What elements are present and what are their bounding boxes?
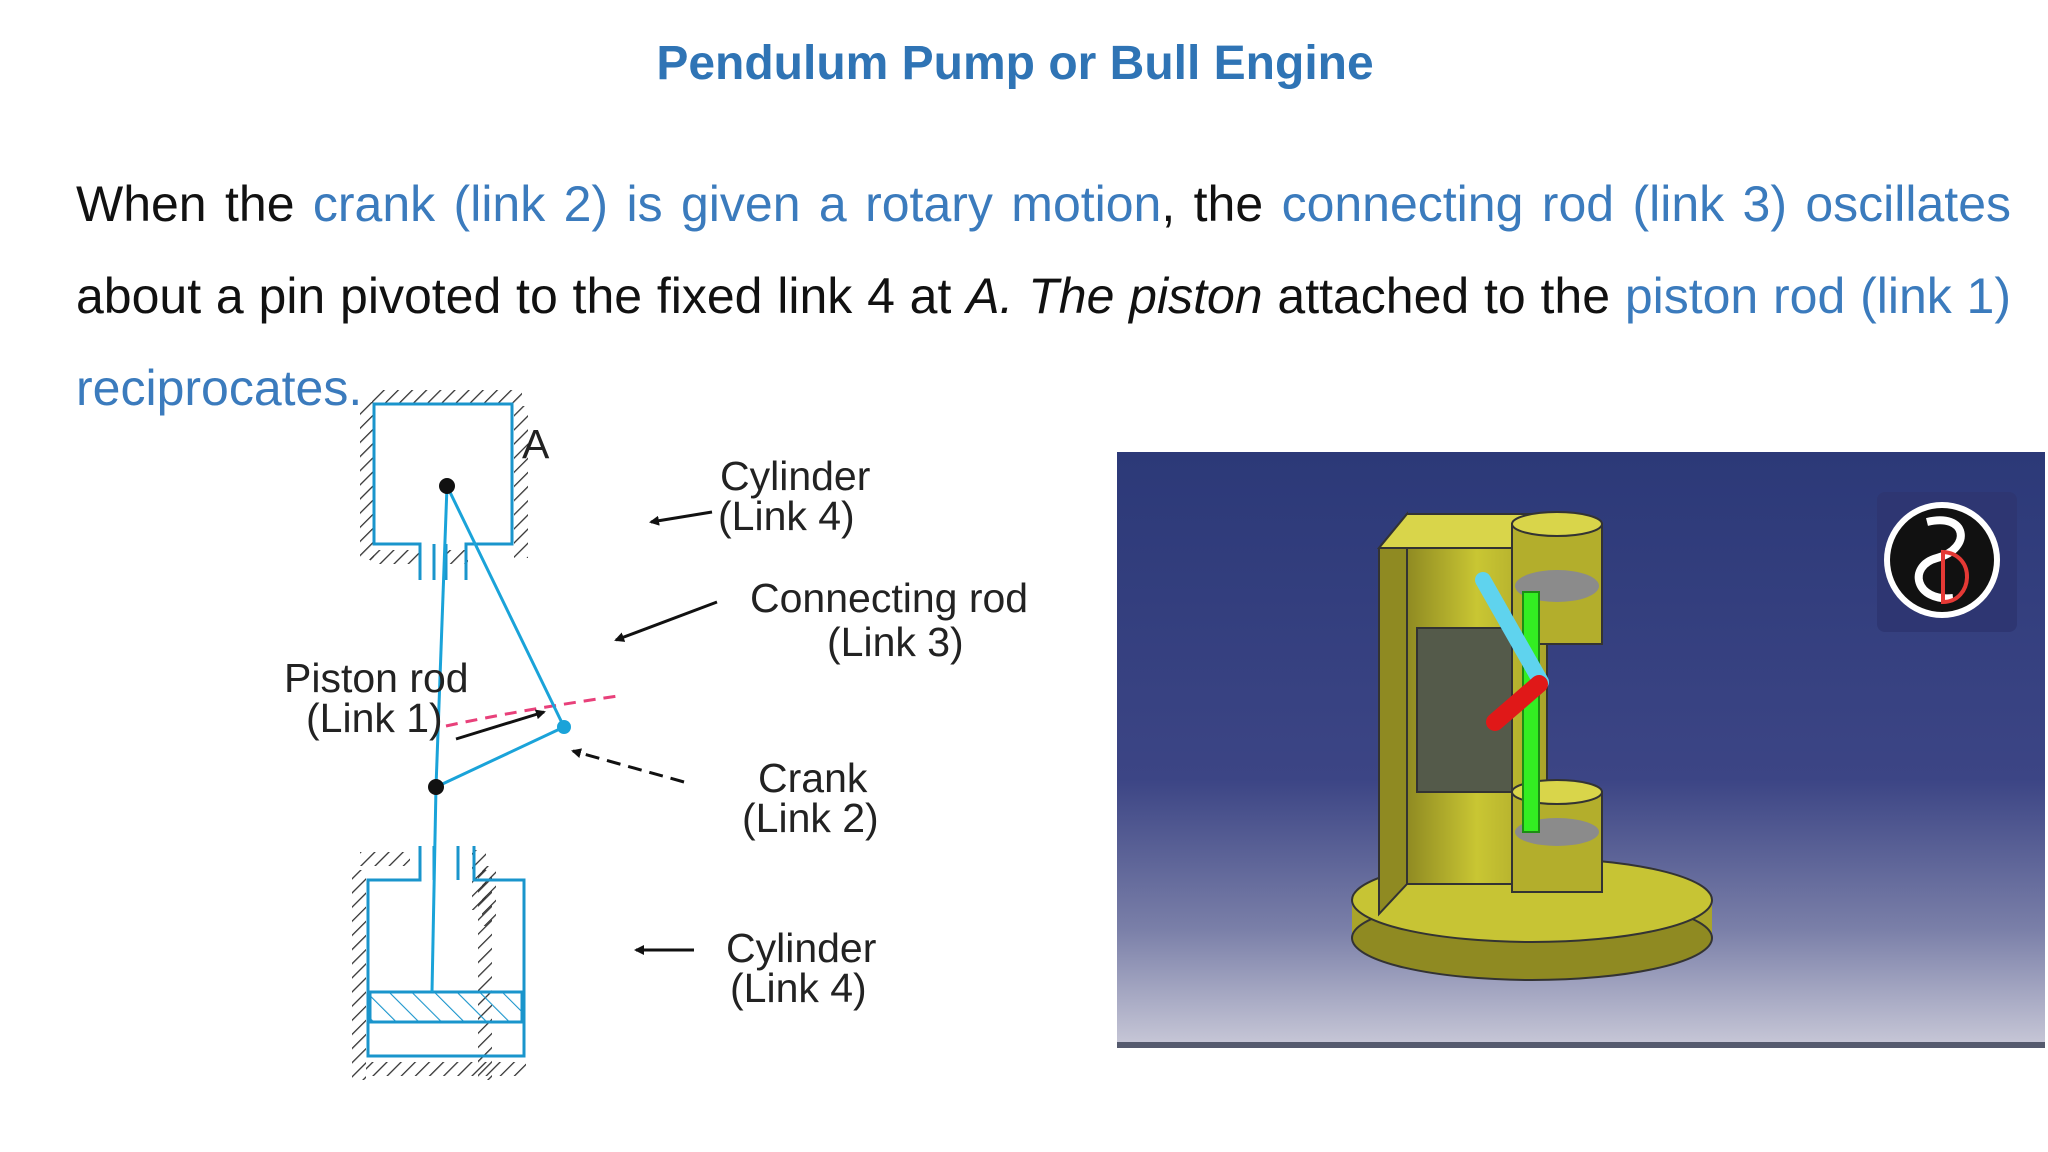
- piston-rod-joint: [428, 779, 444, 795]
- point-a-label: A: [522, 421, 550, 467]
- crank-arrow: [571, 748, 685, 784]
- text-segment: , the: [1161, 176, 1282, 232]
- piston-rod-arrow: [455, 709, 546, 741]
- crank-path: [445, 694, 619, 728]
- 3d-render-panel: [1117, 452, 2045, 1048]
- connecting-rod-label-line1: Connecting rod: [750, 575, 1028, 621]
- frame-body: [1376, 511, 1603, 917]
- cylinder-top-label-line2: (Link 4): [718, 493, 855, 539]
- piston-rod-label-line2: (Link 1): [306, 695, 443, 741]
- bottom-cylinder: [352, 846, 526, 1080]
- highlight-piston-rod: piston rod (link 1) reciprocates.: [76, 268, 2012, 416]
- connecting-rod-arrow: [614, 600, 718, 642]
- sd-logo-icon: [1877, 492, 2017, 632]
- cylinder-top-arrow: [649, 510, 713, 526]
- top-cylinder: [360, 390, 528, 580]
- cylinder-bottom-label-line2: (Link 4): [730, 965, 867, 1011]
- description-paragraph: When the crank (link 2) is given a rotar…: [76, 158, 2011, 434]
- cylinder-top-label-line1: Cylinder: [720, 453, 870, 499]
- connecting-rod-3d: [1475, 572, 1549, 690]
- highlight-crank: crank (link 2) is given a rotary motion: [312, 176, 1162, 232]
- piston-rod-upper: [434, 485, 449, 788]
- connecting-rod-label-line2: (Link 3): [827, 619, 964, 665]
- crank-link: [435, 725, 565, 789]
- bull-engine-schematic: A Cylinder (Link 4) Connecting rod (Link…: [284, 390, 1028, 1080]
- text-segment: about a pin pivoted to the fixed link 4 …: [76, 268, 967, 324]
- piston-rod-label-line1: Piston rod: [284, 655, 469, 701]
- crank-joint: [557, 720, 571, 734]
- text-segment: When the: [76, 176, 313, 232]
- text-segment: attached to the: [1262, 268, 1625, 324]
- crank-label-line1: Crank: [758, 755, 868, 801]
- 3d-model-render: [1117, 452, 2045, 1048]
- crank-3d: [1486, 675, 1548, 731]
- cylinder-bottom-label-line1: Cylinder: [726, 925, 876, 971]
- piston-rod-lower: [430, 786, 438, 993]
- highlight-connecting-rod: connecting rod (link 3) oscillates: [1281, 176, 2012, 232]
- piston-rod-3d: [1522, 591, 1540, 833]
- pivot-a-joint: [439, 478, 455, 494]
- crank-label-line2: (Link 2): [742, 795, 879, 841]
- slide-title: Pendulum Pump or Bull Engine: [656, 37, 1374, 90]
- connecting-rod-link: [445, 485, 566, 728]
- italic-piston: A. The piston: [966, 268, 1263, 324]
